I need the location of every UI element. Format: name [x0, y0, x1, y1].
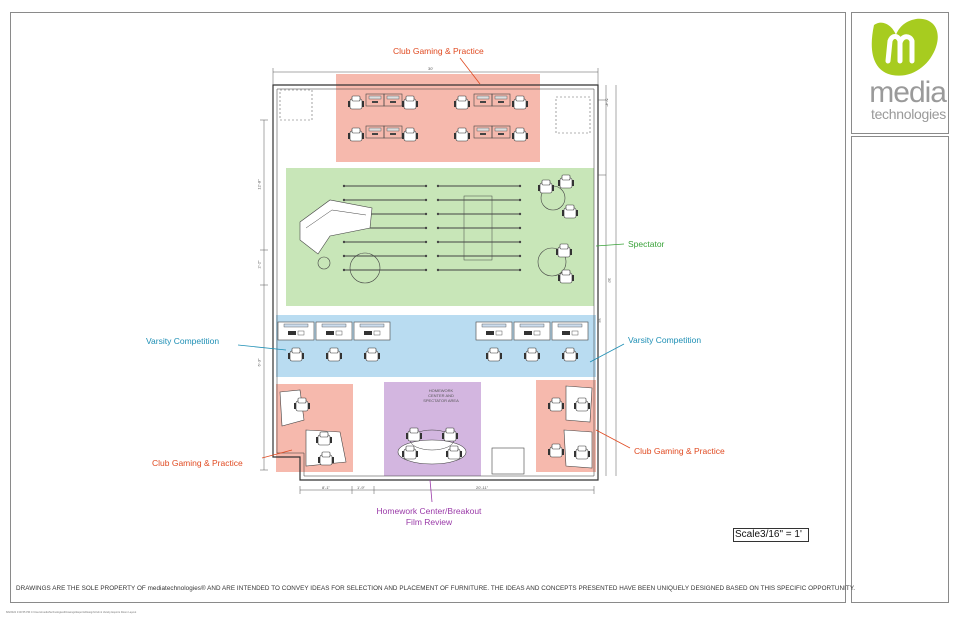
dim-left-upper: 12'-8"	[256, 179, 262, 190]
dim-bottom-c: 20'-11"	[476, 485, 489, 490]
label-homework: Homework Center/Breakout Film Review	[364, 506, 494, 528]
closet-right	[555, 96, 591, 134]
footer-path: 8/9/2022 3:46:55 PM C:\Users\mediaTechno…	[6, 611, 137, 614]
zone-club-top	[336, 74, 540, 162]
label-spectator: Spectator	[628, 239, 665, 249]
logo-word-media: media	[869, 76, 947, 109]
logo-panel: media technologies	[851, 12, 949, 134]
label-varsity-left: Varsity Competition	[146, 336, 220, 346]
closet-left	[279, 89, 313, 121]
dim-left-middle: 2'-2"	[256, 260, 262, 269]
logo-word-technologies: technologies	[870, 106, 946, 122]
dimension-lines	[260, 68, 617, 494]
dim-right-total: 30'	[607, 277, 613, 284]
label-club-left: Club Gaming & Practice	[152, 458, 243, 468]
dim-bottom-a: 8'-1"	[322, 485, 330, 490]
disclaimer-text: DRAWINGS ARE THE SOLE PROPERTY OF mediat…	[16, 585, 856, 592]
logo-mark	[871, 18, 938, 76]
homework-room-label: HOMEWORK CENTER AND SPECTATOR AREA	[416, 388, 466, 403]
label-homework-line1: Homework Center/Breakout	[376, 506, 482, 516]
label-varsity-right: Varsity Competition	[628, 335, 702, 345]
dim-left-lower: 6'-3"	[256, 358, 262, 367]
club-right-stations	[547, 385, 593, 469]
label-homework-line2: Film Review	[405, 517, 453, 527]
homework-room-line3: SPECTATOR AREA	[423, 398, 459, 403]
leader-lines	[237, 57, 631, 503]
scale-note: Scale3/16" = 1'	[733, 528, 809, 542]
homework-furniture	[397, 427, 525, 475]
homework-room-line1: HOMEWORK	[428, 388, 454, 393]
label-club-top: Club Gaming & Practice	[393, 46, 484, 56]
homework-room-line2: CENTER AND	[428, 393, 454, 398]
title-block	[851, 136, 949, 603]
spectator-seating	[299, 174, 579, 284]
dim-bottom-b: 1'-9"	[357, 485, 365, 490]
dim-top-width: 30'	[428, 66, 434, 71]
label-club-right: Club Gaming & Practice	[634, 446, 725, 456]
dim-right-lower: 35'	[597, 317, 603, 324]
club-left-stations	[279, 389, 347, 467]
drawing-frame	[10, 12, 846, 603]
dim-right-upper: 5'-4"	[604, 98, 610, 107]
